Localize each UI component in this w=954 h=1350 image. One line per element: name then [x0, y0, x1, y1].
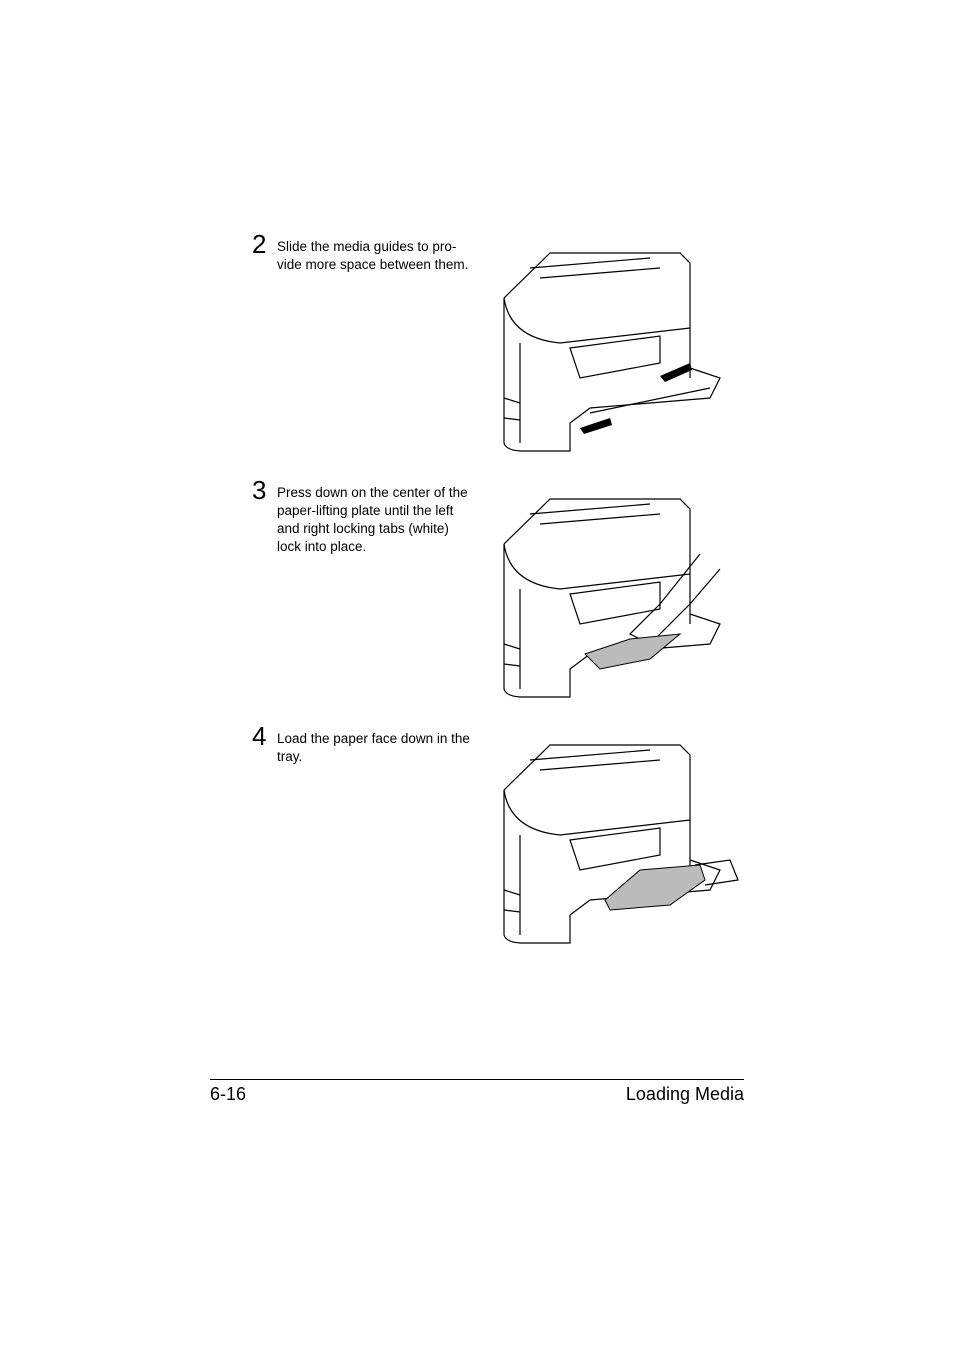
- step-number: 2: [252, 229, 267, 259]
- instruction-line: Load the paper face down in the: [277, 731, 470, 746]
- step-number: 4: [252, 721, 267, 751]
- printer-lifting-plate-illustration: [503, 498, 721, 698]
- section-title: Loading Media: [625, 1084, 744, 1104]
- step-instruction: Load the paper face down in the tray.: [277, 730, 492, 766]
- printer-media-guides-illustration: [503, 252, 721, 452]
- instruction-line: lock into place.: [277, 539, 367, 554]
- instruction-line: Slide the media guides to pro-: [277, 239, 457, 254]
- step-instruction: Slide the media guides to pro- vide more…: [277, 238, 492, 274]
- instruction-line: Press down on the center of the: [277, 485, 468, 500]
- instruction-line: vide more space between them.: [277, 257, 469, 272]
- printer-load-paper-illustration: [503, 744, 739, 944]
- footer-divider: [210, 1079, 744, 1080]
- page-number: 6-16: [210, 1084, 247, 1104]
- instruction-line: paper-lifting plate until the left: [277, 503, 454, 518]
- instruction-line: and right locking tabs (white): [277, 521, 449, 536]
- instruction-line: tray.: [277, 749, 303, 764]
- step-number: 3: [252, 475, 267, 505]
- step-instruction: Press down on the center of the paper-li…: [277, 484, 492, 556]
